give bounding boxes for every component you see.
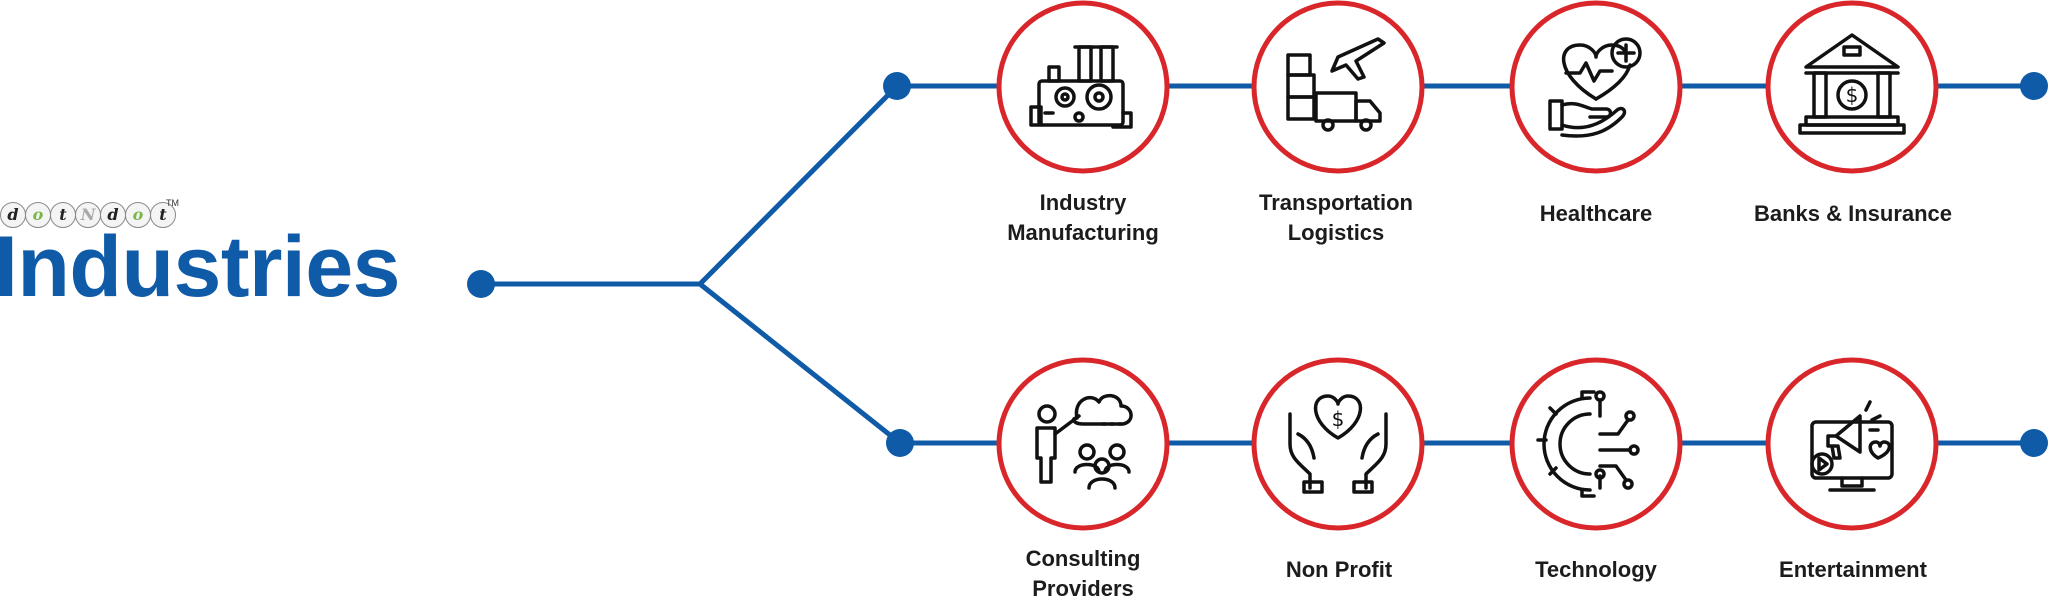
industry-nodes: $ $ (996, 0, 1939, 531)
label-line: Providers (1032, 576, 1134, 601)
label-line: Healthcare (1539, 201, 1653, 226)
label-line: Technology (1535, 557, 1657, 582)
label-non-profit: Non Profit (1224, 555, 1454, 585)
node-ring (1509, 0, 1683, 174)
node-healthcare (1509, 0, 1683, 174)
logo-letter: t (150, 202, 176, 228)
entertainment-icon (1810, 400, 1894, 492)
node-nonprofit: $ (1251, 357, 1425, 531)
node-ring (1765, 0, 1939, 174)
node-entertainment (1765, 357, 1939, 531)
svg-text:$: $ (1332, 407, 1345, 431)
branch-line-top (697, 83, 900, 287)
label-line: Industry (1039, 190, 1127, 215)
label-entertainment: Entertainment (1738, 555, 1968, 585)
page-title: Industries (0, 219, 400, 315)
node-logistics (1251, 0, 1425, 174)
bank-icon: $ (1798, 33, 1906, 135)
consulting-icon (1035, 393, 1133, 490)
dotndot-logo: d o t N d o t TM (0, 198, 180, 236)
healthcare-icon (1548, 37, 1642, 138)
label-transportation-logistics: Transportation Logistics (1221, 188, 1451, 248)
label-line: Entertainment (1779, 557, 1927, 582)
factory-icon (1029, 45, 1133, 129)
node-bank: $ (1765, 0, 1939, 174)
label-line: Transportation (1258, 190, 1413, 215)
technology-icon (1536, 390, 1640, 498)
end-dot-bottom (2020, 429, 2048, 457)
label-line: Consulting (1025, 546, 1141, 571)
node-technology (1509, 357, 1683, 531)
root-dot (467, 270, 495, 298)
logo-letter: N (75, 202, 101, 228)
branch-line-bottom (697, 281, 903, 446)
nonprofit-icon: $ (1288, 394, 1388, 494)
node-consulting (996, 357, 1170, 531)
node-ring (996, 0, 1170, 174)
label-healthcare: Healthcare (1481, 199, 1711, 229)
label-industry-manufacturing: Industry Manufacturing (968, 188, 1198, 248)
label-technology: Technology (1481, 555, 1711, 585)
node-ring (1765, 357, 1939, 531)
logo-letter: o (25, 202, 51, 228)
logo-letter: d (100, 202, 126, 228)
logo-letter: d (0, 202, 26, 228)
label-line: Banks & Insurance (1753, 201, 1953, 226)
logistics-icon (1286, 37, 1386, 132)
logo-trademark: TM (166, 198, 179, 208)
branch-dot-top (883, 72, 911, 100)
node-ring (1509, 357, 1683, 531)
branch-dot-bottom (886, 429, 914, 457)
end-dot-top (2020, 72, 2048, 100)
svg-text:$: $ (1846, 83, 1859, 107)
node-factory (996, 0, 1170, 174)
label-consulting-providers: Consulting Providers (968, 544, 1198, 604)
label-line: Logistics (1287, 220, 1385, 245)
node-ring (1251, 0, 1425, 174)
label-line: Manufacturing (1007, 220, 1159, 245)
label-line: Non Profit (1285, 557, 1393, 582)
node-ring (1251, 357, 1425, 531)
node-ring (996, 357, 1170, 531)
label-banks-insurance: Banks & Insurance (1738, 199, 1968, 229)
